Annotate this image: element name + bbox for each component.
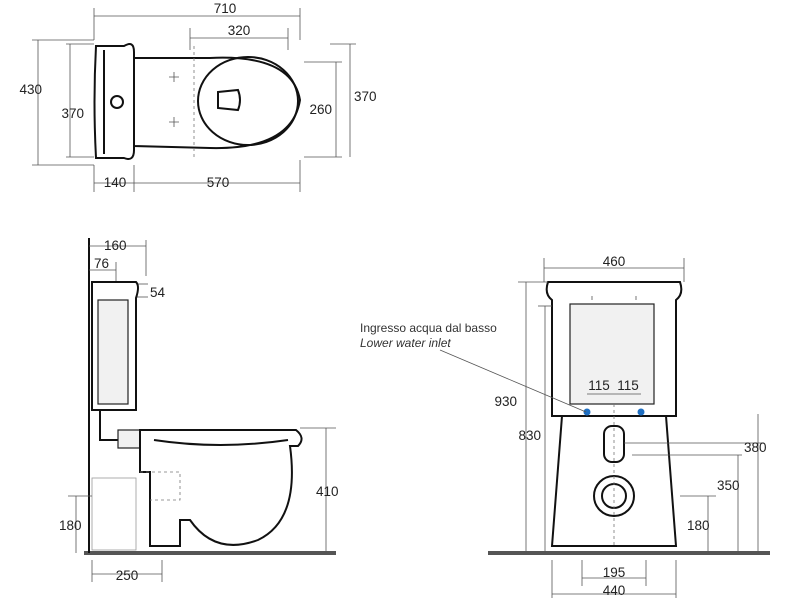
dim-140: 140 xyxy=(104,175,127,190)
dim-195: 195 xyxy=(603,565,626,580)
flush-button xyxy=(110,95,124,109)
inlet-label-it: Ingresso acqua dal basso xyxy=(360,321,497,335)
dim-320: 320 xyxy=(228,23,251,38)
tank-side-fill xyxy=(97,299,129,405)
dim-410: 410 xyxy=(316,484,339,499)
dim-570: 570 xyxy=(207,175,230,190)
dim-380: 380 xyxy=(744,440,767,455)
dim-350: 350 xyxy=(717,478,740,493)
dim-430: 430 xyxy=(19,82,42,97)
inlet-label-en: Lower water inlet xyxy=(360,336,451,350)
dim-250: 250 xyxy=(116,568,139,583)
dim-460: 460 xyxy=(603,254,626,269)
dim-180-front: 180 xyxy=(687,518,710,533)
dim-115-right: 115 xyxy=(617,378,639,393)
pedestal-front-shape xyxy=(550,415,678,547)
inlet-left-marker xyxy=(583,408,591,416)
dim-440: 440 xyxy=(603,583,626,598)
tank-front-fill xyxy=(569,303,655,405)
dim-180-side: 180 xyxy=(59,518,82,533)
dim-160: 160 xyxy=(104,238,127,253)
dim-54: 54 xyxy=(150,285,166,300)
inlet-right-marker xyxy=(637,408,645,416)
dim-830: 830 xyxy=(518,428,541,443)
dim-260: 260 xyxy=(309,102,332,117)
side-view: 160 76 54 410 180 250 xyxy=(59,238,339,583)
dim-76: 76 xyxy=(94,256,109,271)
top-view: 710 320 430 370 260 370 140 570 xyxy=(19,1,377,192)
dim-370-right: 370 xyxy=(354,89,377,104)
dim-930: 930 xyxy=(494,394,517,409)
dim-115-left: 115 xyxy=(588,378,610,393)
front-view: 460 115 115 Ingresso acqua dal basso Low… xyxy=(360,254,770,598)
dim-710: 710 xyxy=(214,1,237,16)
dim-370-left: 370 xyxy=(61,106,84,121)
bowl-side-shape xyxy=(139,429,303,547)
